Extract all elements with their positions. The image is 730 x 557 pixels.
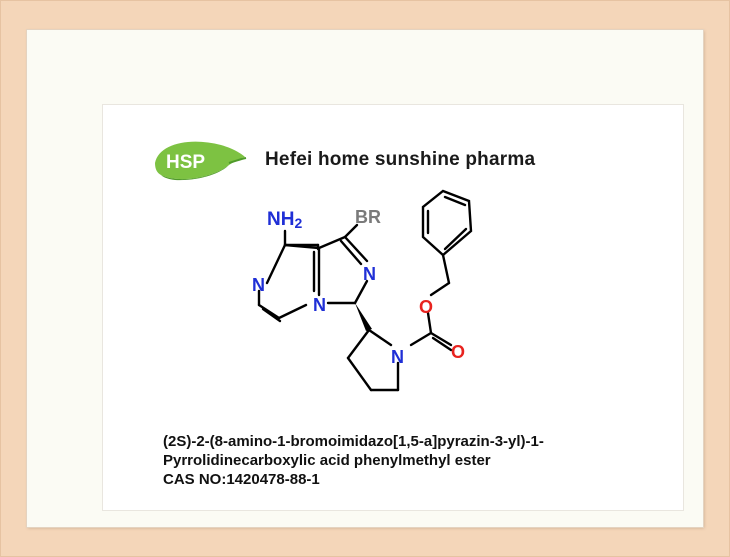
bond [343, 223, 359, 239]
bond [277, 303, 308, 320]
benzene-ring [421, 189, 473, 257]
chemical-structure: NH2 BR N N N O O N [252, 189, 473, 392]
bond [283, 243, 321, 250]
bond [346, 328, 371, 360]
compound-caption: (2S)-2-(8-amino-1-bromoimidazo[1,5-a]pyr… [163, 432, 673, 489]
cas-number: CAS NO:1420478-88-1 [163, 471, 320, 488]
atom-o-carbonyl: O [451, 342, 465, 362]
bond [257, 303, 281, 320]
logo-text: HSP [166, 152, 205, 173]
company-name: Hefei home sunshine pharma [265, 149, 536, 170]
bond [443, 227, 468, 251]
bond [353, 279, 369, 305]
bond [429, 331, 453, 347]
atom-n-pyrrolidine: N [391, 347, 404, 367]
leaf-stem [228, 157, 247, 164]
bond [265, 243, 287, 285]
atom-nh2: NH2 [267, 209, 302, 231]
compound-name-line2: Pyrrolidinecarboxylic acid phenylmethyl … [163, 452, 491, 469]
bond [426, 311, 433, 335]
bond [441, 253, 451, 285]
atom-n-pyrazine: N [252, 275, 265, 295]
bond [317, 235, 347, 250]
wedge-bond [355, 303, 372, 331]
atom-br: BR [355, 207, 381, 227]
bond [367, 328, 393, 347]
bond [343, 235, 369, 263]
bond [261, 307, 282, 323]
compound-name-line1: (2S)-2-(8-amino-1-bromoimidazo[1,5-a]pyr… [163, 433, 544, 450]
bond [409, 331, 433, 347]
atom-n-bridge: N [313, 295, 326, 315]
frame-mat: HSP Hefei home sunshine pharma [27, 30, 703, 527]
atom-o-ester: O [419, 297, 433, 317]
leaf-shape [155, 141, 245, 180]
hsp-leaf-logo: HSP [155, 141, 247, 181]
atom-n-imidazole: N [363, 264, 376, 284]
bond [346, 356, 373, 392]
product-card: HSP Hefei home sunshine pharma [103, 105, 683, 510]
bond [431, 336, 453, 352]
bond [443, 195, 467, 207]
bond [429, 281, 451, 297]
bond [339, 239, 363, 266]
